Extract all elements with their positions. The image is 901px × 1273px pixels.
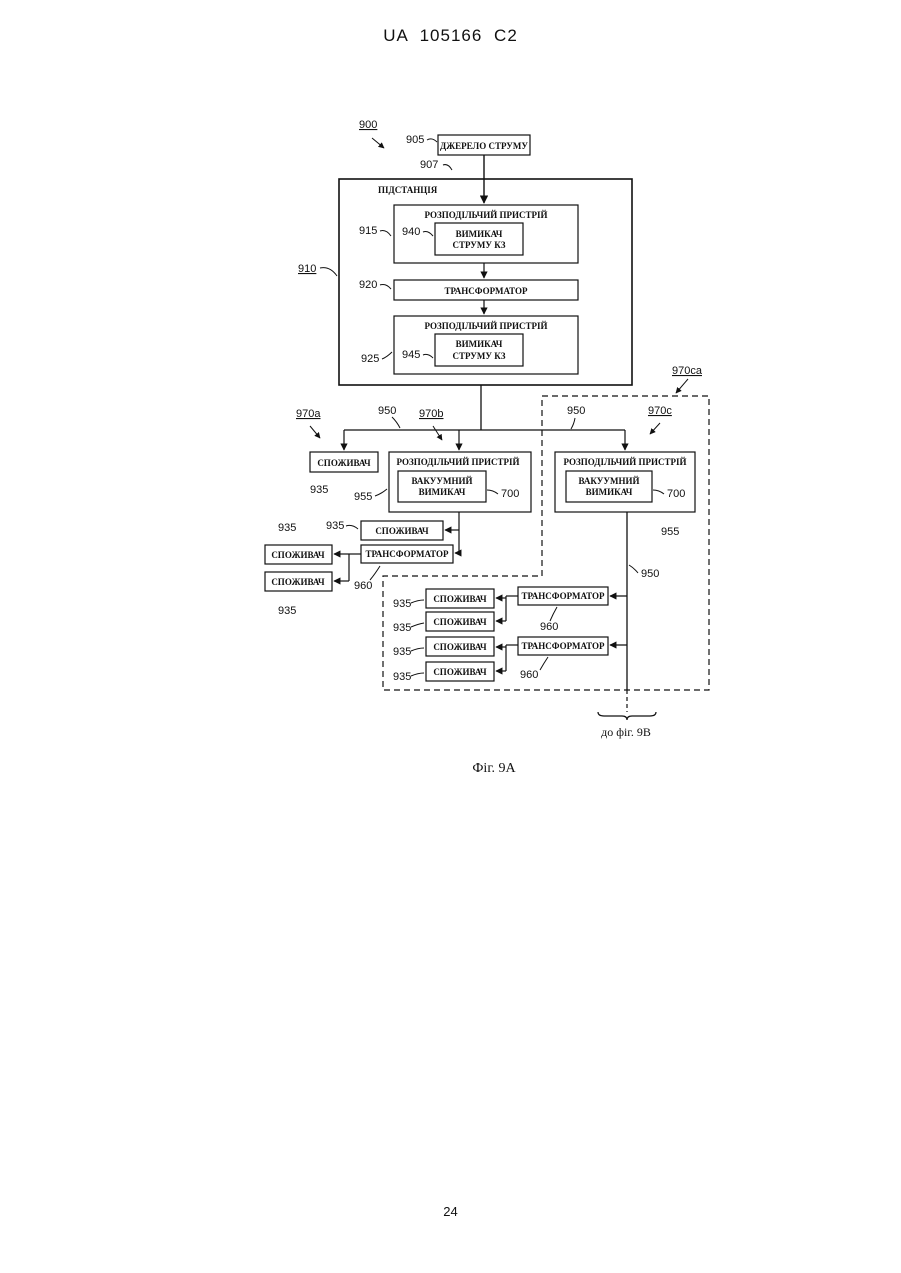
line-left-ref: 950 (378, 405, 396, 417)
breaker-top (435, 223, 523, 255)
group-b-ref: 970b (419, 408, 443, 420)
transformer-ca1-ref: 960 (540, 621, 558, 633)
continuation-brace (598, 712, 656, 720)
consumer-b2-label: СПОЖИВАЧ (271, 550, 325, 560)
group-c-ref: 970c (648, 405, 672, 417)
transformer-ca2-ref: 960 (520, 669, 538, 681)
switchgear-bottom-label: РОЗПОДІЛЬЧИЙ ПРИСТРІЙ (425, 321, 548, 331)
source-ref: 905 (406, 134, 424, 146)
consumer-ca3-ref: 935 (393, 646, 411, 658)
switchgear-c-ref: 955 (661, 526, 679, 538)
group-ca-ref: 970ca (672, 365, 703, 377)
consumer-ca2-label: СПОЖИВАЧ (433, 617, 487, 627)
breaker-top-ref: 940 (402, 226, 420, 238)
consumer-b2-ref: 935 (278, 522, 296, 534)
line-right-ref: 950 (567, 405, 585, 417)
breaker-bottom-label1: ВИМИКАЧ (456, 339, 503, 349)
consumer-ca1-label: СПОЖИВАЧ (433, 594, 487, 604)
consumer-a-label: СПОЖИВАЧ (317, 458, 371, 468)
consumer-ca2-ref: 935 (393, 622, 411, 634)
group-a-ref: 970a (296, 408, 321, 420)
vacuum-c-label2: ВИМИКАЧ (586, 487, 633, 497)
switchgear-top-label: РОЗПОДІЛЬЧИЙ ПРИСТРІЙ (425, 210, 548, 220)
transformer-b-label: ТРАНСФОРМАТОР (365, 549, 449, 559)
breaker-bottom-ref: 945 (402, 349, 420, 361)
continuation-note: до фіг. 9В (601, 725, 651, 739)
source-label: ДЖЕРЕЛО СТРУМУ (440, 141, 528, 151)
transformer-main-label: ТРАНСФОРМАТОР (444, 286, 528, 296)
line-vertical-ref: 950 (641, 568, 659, 580)
consumer-ca4-ref: 935 (393, 671, 411, 683)
system-ref: 900 (359, 119, 384, 148)
substation-label: ПІДСТАНЦІЯ (378, 185, 438, 195)
breaker-bottom-label2: СТРУМУ КЗ (452, 351, 505, 361)
vacuum-c-ref: 700 (667, 488, 685, 500)
consumer-b3-ref: 935 (278, 605, 296, 617)
switchgear-c-label: РОЗПОДІЛЬЧИЙ ПРИСТРІЙ (564, 457, 687, 467)
transformer-ca2-label: ТРАНСФОРМАТОР (521, 641, 605, 651)
consumer-b3-label: СПОЖИВАЧ (271, 577, 325, 587)
consumer-a-ref: 935 (310, 484, 328, 496)
vacuum-b-label1: ВАКУУМНИЙ (412, 476, 473, 486)
figure-caption: Фіг. 9А (472, 761, 516, 776)
switchgear-b-ref: 955 (354, 491, 372, 503)
source-line-ref: 907 (420, 159, 438, 171)
consumer-ca3-label: СПОЖИВАЧ (433, 642, 487, 652)
page-number: 24 (0, 1204, 901, 1219)
substation-ref: 910 (298, 263, 316, 275)
vacuum-c-label1: ВАКУУМНИЙ (579, 476, 640, 486)
switchgear-top-ref: 915 (359, 225, 377, 237)
breaker-top-label1: ВИМИКАЧ (456, 229, 503, 239)
consumer-ca4-label: СПОЖИВАЧ (433, 667, 487, 677)
consumer-b1-ref: 935 (326, 520, 344, 532)
vacuum-b-label2: ВИМИКАЧ (419, 487, 466, 497)
consumer-ca1-ref: 935 (393, 598, 411, 610)
transformer-main-ref: 920 (359, 279, 377, 291)
transformer-b-ref: 960 (354, 580, 372, 592)
switchgear-b-label: РОЗПОДІЛЬЧИЙ ПРИСТРІЙ (397, 457, 520, 467)
switchgear-bottom-ref: 925 (361, 353, 379, 365)
consumer-b1-label: СПОЖИВАЧ (375, 526, 429, 536)
transformer-ca1-label: ТРАНСФОРМАТОР (521, 591, 605, 601)
vacuum-b-ref: 700 (501, 488, 519, 500)
breaker-top-label2: СТРУМУ КЗ (452, 240, 505, 250)
svg-text:900: 900 (359, 119, 377, 131)
